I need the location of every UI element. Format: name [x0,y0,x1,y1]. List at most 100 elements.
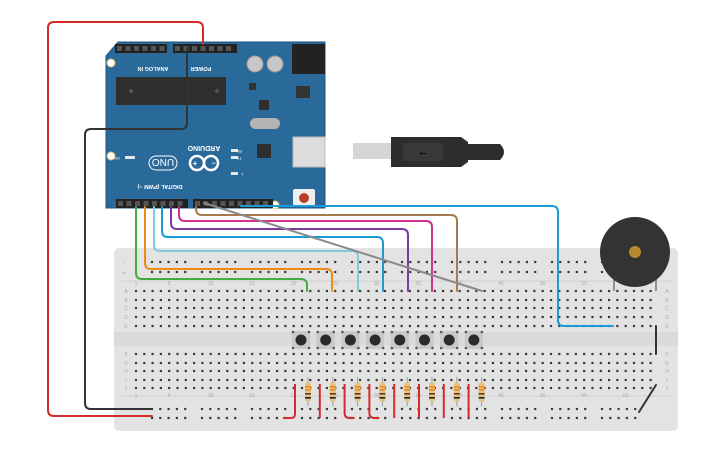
breadboard-hole[interactable] [616,306,619,310]
breadboard-hole[interactable] [533,361,536,365]
breadboard-hole[interactable] [392,378,395,382]
breadboard-hole[interactable] [359,315,362,319]
rail-hole[interactable] [400,407,404,411]
breadboard-hole[interactable] [217,306,221,310]
breadboard-hole[interactable] [583,306,586,310]
ground-jumper-wire[interactable] [368,384,380,419]
breadboard-hole[interactable] [267,315,270,319]
rail-hole[interactable] [334,416,337,420]
rail-hole[interactable] [359,270,362,274]
breadboard-hole[interactable] [226,386,229,390]
breadboard-hole[interactable] [276,324,279,328]
header-pin[interactable] [125,46,131,51]
breadboard-hole[interactable] [309,289,312,293]
breadboard-hole[interactable] [632,352,636,356]
breadboard-hole[interactable] [500,378,503,382]
breadboard-hole[interactable] [184,352,187,356]
breadboard-hole[interactable] [624,378,627,382]
breadboard-hole[interactable] [483,324,486,328]
header-pin[interactable] [118,201,123,206]
breadboard-hole[interactable] [217,298,221,302]
breadboard-hole[interactable] [624,315,627,319]
rail-hole[interactable] [234,407,237,411]
rail-hole[interactable] [509,407,512,411]
rail-hole[interactable] [284,407,287,411]
breadboard-hole[interactable] [641,378,644,382]
breadboard-hole[interactable] [342,352,345,356]
breadboard-hole[interactable] [458,324,461,328]
breadboard-hole[interactable] [558,306,561,310]
rail-hole[interactable] [625,416,628,420]
breadboard-hole[interactable] [325,306,328,310]
breadboard-hole[interactable] [325,361,328,365]
breadboard-hole[interactable] [217,361,221,365]
breadboard-hole[interactable] [442,361,445,365]
breadboard-hole[interactable] [525,386,528,390]
breadboard-hole[interactable] [616,324,619,328]
breadboard-hole[interactable] [599,315,602,319]
breadboard-hole[interactable] [417,378,420,382]
rail-hole[interactable] [267,416,270,420]
breadboard-hole[interactable] [491,378,494,382]
rail-hole[interactable] [575,407,578,411]
rail-hole[interactable] [200,407,204,411]
breadboard-hole[interactable] [442,306,445,310]
breadboard-hole[interactable] [541,306,544,310]
breadboard-hole[interactable] [242,289,245,293]
breadboard-hole[interactable] [226,315,229,319]
breadboard-hole[interactable] [276,298,279,302]
breadboard-hole[interactable] [143,369,146,373]
breadboard-hole[interactable] [226,378,229,382]
rail-hole[interactable] [617,416,620,420]
rail-hole[interactable] [250,416,254,420]
breadboard-hole[interactable] [251,369,254,373]
breadboard-hole[interactable] [450,369,453,373]
breadboard-hole[interactable] [392,315,395,319]
breadboard-hole[interactable] [583,298,586,302]
breadboard-hole[interactable] [334,315,337,319]
rail-hole[interactable] [600,270,604,274]
breadboard-hole[interactable] [267,378,270,382]
breadboard-hole[interactable] [516,315,519,319]
breadboard-hole[interactable] [591,298,594,302]
breadboard-hole[interactable] [350,315,353,319]
breadboard-hole[interactable] [566,386,569,390]
breadboard-hole[interactable] [450,378,453,382]
breadboard-hole[interactable] [508,298,511,302]
breadboard-hole[interactable] [292,324,295,328]
breadboard-hole[interactable] [433,378,436,382]
rail-hole[interactable] [184,416,187,420]
breadboard-hole[interactable] [292,369,295,373]
breadboard-hole[interactable] [649,378,652,382]
breadboard-hole[interactable] [193,315,196,319]
breadboard-hole[interactable] [549,315,553,319]
breadboard-hole[interactable] [168,324,171,328]
rail-hole[interactable] [517,407,520,411]
rail-hole[interactable] [484,260,487,264]
breadboard-hole[interactable] [284,306,287,310]
breadboard-hole[interactable] [491,315,494,319]
pushbutton[interactable] [390,330,410,350]
breadboard-hole[interactable] [483,306,486,310]
breadboard-hole[interactable] [209,289,212,293]
breadboard-hole[interactable] [516,386,519,390]
breadboard-hole[interactable] [483,361,486,365]
rail-hole[interactable] [259,260,262,264]
rail-hole[interactable] [334,260,337,264]
breadboard-hole[interactable] [134,306,138,310]
rail-hole[interactable] [217,416,220,420]
rail-hole[interactable] [525,407,528,411]
breadboard-hole[interactable] [558,386,561,390]
breadboard-hole[interactable] [292,298,295,302]
rail-hole[interactable] [550,407,554,411]
breadboard-hole[interactable] [309,324,312,328]
rail-hole[interactable] [225,416,228,420]
breadboard-hole[interactable] [400,369,403,373]
rail-hole[interactable] [309,260,312,264]
breadboard-hole[interactable] [466,378,470,382]
breadboard-hole[interactable] [209,298,212,302]
breadboard-hole[interactable] [334,361,337,365]
breadboard-hole[interactable] [533,386,536,390]
rail-hole[interactable] [317,270,320,274]
breadboard-hole[interactable] [483,298,486,302]
